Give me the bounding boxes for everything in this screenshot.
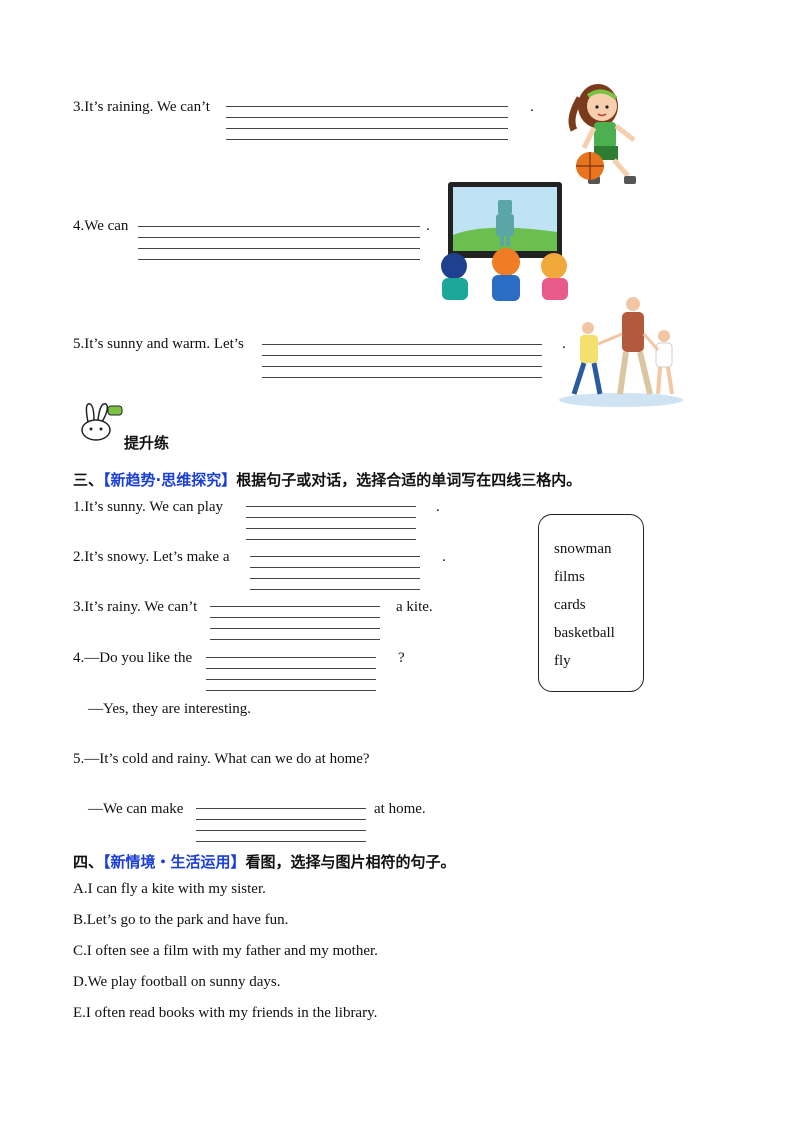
section-3-tag: 【新趋势·思维探究】 (103, 471, 237, 489)
girl-basketball-illustration (568, 84, 636, 184)
s4-option-e: E.I often read books with my friends in … (73, 1005, 378, 1021)
question-3-raining: 3.It’s raining. We can’t (73, 99, 210, 115)
s3-writing-lines-2[interactable] (250, 556, 420, 590)
question-5-sunny-warm: 5.It’s sunny and warm. Let’s (73, 336, 244, 352)
s3-writing-lines-3[interactable] (210, 606, 380, 640)
family-walking-illustration (559, 297, 683, 407)
s3-question-3: 3.It’s rainy. We can’t (73, 599, 198, 615)
s4-option-a: A.I can fly a kite with my sister. (73, 881, 266, 897)
s3-question-2: 2.It’s snowy. Let’s make a (73, 549, 230, 565)
kids-watching-film-illustration (441, 182, 568, 301)
section-3-number: 三、 (73, 471, 104, 489)
section-4-instruction: 看图，选择与图片相符的句子。 (245, 853, 456, 871)
s3-question-4-answer: —Yes, they are interesting. (88, 701, 252, 717)
section-4-heading: 四、【新情境・生活运用】看图，选择与图片相符的句子。 (73, 851, 456, 872)
question-4-end: . (426, 218, 430, 234)
question-4-we-can: 4.We can (73, 218, 129, 234)
writing-lines-q5-top[interactable] (262, 344, 542, 378)
question-5-end: . (562, 336, 566, 352)
section-4-tag: 【新情境・生活运用】 (103, 853, 246, 871)
word-bank-item: snowman (554, 541, 612, 557)
s3-question-1: 1.It’s sunny. We can play (73, 499, 224, 515)
section-3-heading: 三、【新趋势·思维探究】根据句子或对话，选择合适的单词写在四线三格内。 (73, 469, 581, 490)
s3-question-2-end: . (442, 549, 446, 565)
s3-writing-lines-5[interactable] (196, 808, 366, 842)
s4-option-c: C.I often see a film with my father and … (73, 943, 378, 959)
section-4-number: 四、 (73, 853, 104, 871)
s3-question-3-end: a kite. (396, 599, 433, 615)
word-bank-item: fly (554, 653, 571, 669)
s4-option-b: B.Let’s go to the park and have fun. (73, 912, 289, 928)
word-bank-item: basketball (554, 625, 615, 641)
word-bank-item: films (554, 569, 585, 585)
s3-question-4-end: ? (398, 650, 405, 666)
section-3-instruction: 根据句子或对话，选择合适的单词写在四线三格内。 (236, 471, 582, 489)
word-bank-item: cards (554, 597, 586, 613)
advanced-practice-label: 提升练 (124, 434, 170, 452)
s3-writing-lines-1[interactable] (246, 506, 416, 540)
writing-lines-q4-top[interactable] (138, 226, 420, 260)
s3-question-5: 5.—It’s cold and rainy. What can we do a… (73, 751, 370, 767)
rabbit-mascot-icon (81, 403, 123, 441)
writing-lines-q3-top[interactable] (226, 106, 508, 140)
question-3-end: . (530, 99, 534, 115)
s3-question-4: 4.—Do you like the (73, 650, 193, 666)
s4-option-d: D.We play football on sunny days. (73, 974, 281, 990)
word-bank-box: snowman films cards basketball fly (538, 514, 644, 692)
s3-writing-lines-4[interactable] (206, 657, 376, 691)
s3-question-5-answer: —We can make (88, 801, 184, 817)
s3-question-5-end: at home. (374, 801, 426, 817)
s3-question-1-end: . (436, 499, 440, 515)
